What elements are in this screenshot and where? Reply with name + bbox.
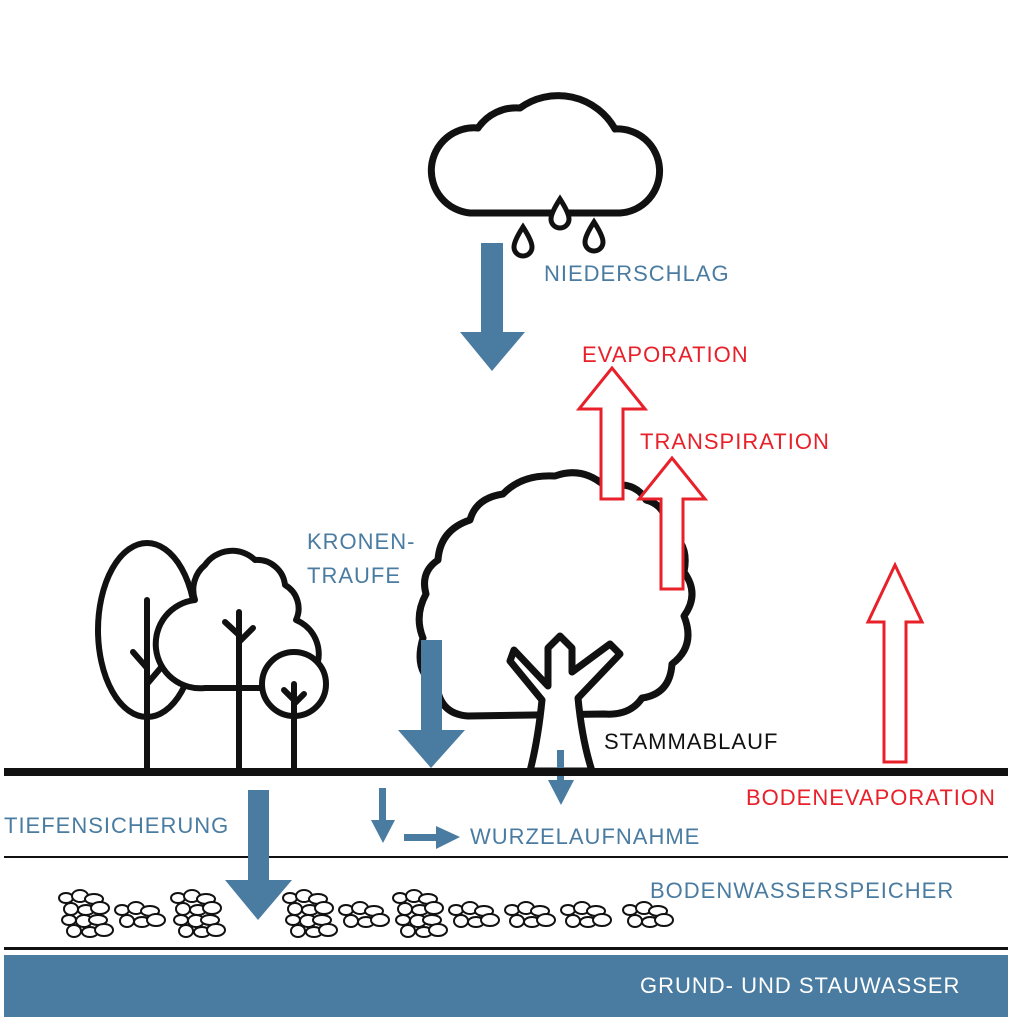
label-stammablauf: STAMMABLAUF [604,729,779,754]
pebble [282,892,298,904]
label-niederschlag: NIEDERSCHLAG [544,261,730,286]
pebble [400,924,416,938]
pebble [480,913,500,927]
soil-evaporation-arrow [865,561,925,764]
label-transpiration: TRANSPIRATION [640,429,830,454]
transpiration-arrow [635,455,709,591]
ground-surface-line [4,768,1008,776]
label-tiefensicherung: TIEFENSICHERUNG [4,813,230,838]
pebble [565,914,581,928]
pebble [314,901,334,915]
stemflow-arrow [548,750,574,805]
label-evaporation: EVAPORATION [582,342,749,367]
evaporation-arrow [575,365,649,501]
precipitation-arrow [460,243,525,371]
pebble [592,913,612,927]
pebble [175,902,191,916]
pebble [318,923,338,937]
pebble [536,913,556,927]
pebble [114,904,130,916]
pebble [58,892,74,904]
pebble [178,924,194,938]
pebble [66,924,82,938]
pebble [61,914,77,926]
pebble [290,924,306,938]
pebble [395,914,411,926]
tree-icon [259,649,329,773]
throughfall-arrow [398,640,465,768]
deep-percolation-arrow [225,790,292,920]
pebble [627,914,643,928]
root-zone-boundary [4,856,1008,858]
pebble [285,914,301,926]
label-kronentraufe-line2: TRAUFE [307,563,401,588]
pebble [90,901,110,915]
pebble [509,914,525,928]
pebble [338,904,354,916]
pebble [448,904,464,916]
groundwater-band [4,955,1008,1017]
pebble [206,923,226,937]
pebble [622,904,638,916]
pebble [119,914,135,928]
pebble [173,914,189,926]
pebble [63,902,79,916]
groundwater-top-line [4,947,1008,950]
pebble [453,914,469,928]
pebble [94,923,114,937]
pebble [428,923,448,937]
root-uptake-arrow [371,788,460,849]
tree-icon [415,469,696,775]
pebble [146,913,166,927]
label-wurzelaufnahme: WURZELAUFNAHME [470,824,701,849]
pebble [202,901,222,915]
pebbles-icon [58,889,674,938]
pebble [560,904,576,916]
pebble [397,902,413,916]
pebble [654,913,674,927]
pebble [287,902,303,916]
pebble [504,904,520,916]
pebble [170,892,186,904]
pebble [343,914,359,928]
pebble [392,892,408,904]
label-kronentraufe-line1: KRONEN- [307,529,416,554]
label-bodenevaporation: BODENEVAPORATION [746,785,996,810]
pebble [424,901,444,915]
pebble [370,913,390,927]
label-grundwasser: GRUND- UND STAUWASSER [640,973,961,998]
raindrop-icon [511,194,606,259]
label-bodenwasserspeicher: BODENWASSERSPEICHER [650,878,955,903]
cloud-icon [427,92,664,217]
